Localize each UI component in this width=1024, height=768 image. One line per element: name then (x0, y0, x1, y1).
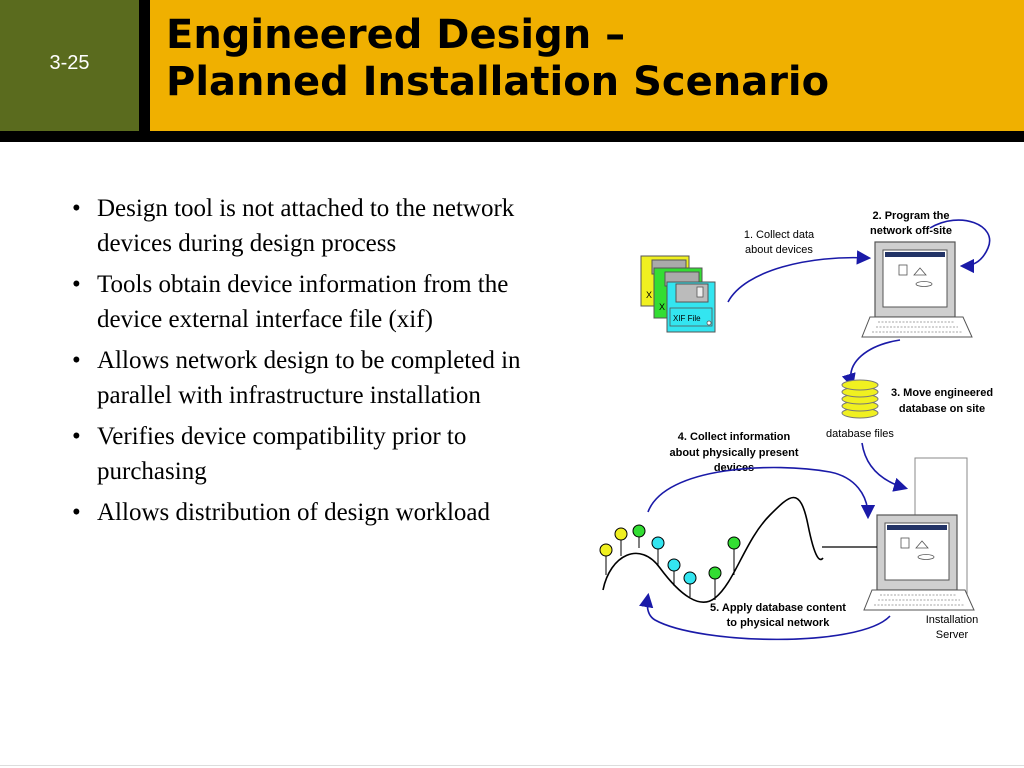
svg-text:4. Collect information: 4. Collect information (678, 431, 791, 443)
header-rule (0, 131, 1024, 142)
step-1-label: 1. Collect data about devices (744, 229, 815, 256)
xif-file-label: XIF File (673, 314, 701, 323)
arrow-move-database (841, 339, 901, 389)
slide-number: 3-25 (49, 52, 90, 74)
device-node (667, 558, 681, 572)
xif-file-middle-label: X (659, 302, 665, 312)
database-files-label: database files (826, 428, 894, 440)
bullet-item: • Allows distribution of design workload (72, 496, 542, 531)
svg-text:Installation: Installation (926, 614, 979, 626)
network-device-nodes (599, 524, 741, 600)
svg-text:to physical network: to physical network (727, 617, 831, 629)
arrow-apply-database (639, 592, 891, 641)
bullet-text: Allows network design to be completed in… (97, 347, 521, 409)
slide-title: Engineered Design – Planned Installation… (166, 12, 1016, 106)
xif-files-icon: X X XIF File (640, 255, 716, 333)
xif-file-back-label: X (646, 290, 652, 300)
svg-text:Server: Server (936, 629, 969, 641)
svg-text:5. Apply database content: 5. Apply database content (710, 602, 846, 614)
svg-text:2. Program the: 2. Program the (872, 210, 949, 222)
installation-computer-icon (863, 514, 975, 611)
svg-text:about devices: about devices (745, 244, 813, 256)
bullet-dot: • (72, 499, 81, 526)
physical-network-curve (602, 496, 824, 603)
bullet-item: • Tools obtain device information from th… (72, 268, 542, 337)
bullet-text: Tools obtain device information from the… (97, 271, 509, 333)
bullet-dot: • (72, 271, 81, 298)
database-files-icon (841, 379, 879, 419)
bullet-text: Allows distribution of design workload (97, 499, 491, 526)
slide-title-line-1: Engineered Design – (166, 12, 626, 58)
slide-number-panel (0, 0, 139, 131)
bullet-item: • Allows network design to be completed i… (72, 344, 542, 413)
arrow-program-loop (929, 219, 991, 274)
title-panel (150, 0, 1024, 131)
svg-text:about physically present: about physically present (670, 447, 799, 459)
bullet-dot: • (72, 347, 81, 374)
arrow-collect-data (727, 250, 872, 303)
bullet-dot: • (72, 195, 81, 222)
device-node (708, 566, 722, 580)
arrow-database-to-server (861, 442, 909, 492)
step-3-label: 3. Move engineered database on site (891, 387, 993, 415)
bullet-dot: • (72, 423, 81, 450)
device-node (599, 543, 613, 557)
bullet-item: • Verifies device compatibility prior to … (72, 420, 542, 489)
header-divider (139, 0, 150, 131)
bullet-text: Design tool is not attached to the netwo… (97, 195, 515, 257)
arrow-collect-information (647, 466, 876, 520)
bullet-list: • Design tool is not attached to the netw… (72, 192, 542, 538)
device-node (632, 524, 646, 538)
bullet-text: Verifies device compatibility prior to p… (97, 423, 467, 485)
device-node (614, 527, 628, 541)
installation-server-label: Installation Server (926, 614, 979, 641)
installation-scenario-diagram: X X XIF File 1. Collect data about devic… (599, 210, 993, 641)
svg-text:1. Collect data: 1. Collect data (744, 229, 815, 241)
device-node (727, 536, 741, 550)
step-5-label: 5. Apply database content to physical ne… (710, 602, 846, 629)
device-node (651, 536, 665, 550)
svg-text:network off-site: network off-site (870, 225, 952, 237)
bottom-rule (0, 765, 1024, 766)
svg-text:3. Move engineered: 3. Move engineered (891, 387, 993, 399)
slide-title-line-2: Planned Installation Scenario (166, 59, 830, 105)
device-node (683, 571, 697, 585)
bullet-item: • Design tool is not attached to the netw… (72, 192, 542, 261)
svg-text:database on site: database on site (899, 403, 985, 415)
design-computer-icon (861, 241, 973, 338)
